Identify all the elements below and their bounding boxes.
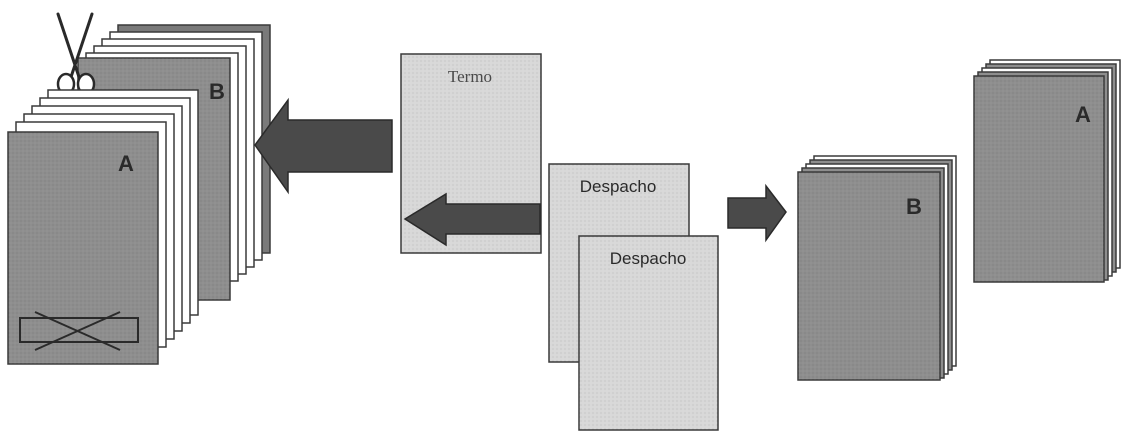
right-stack-a: A — [973, 59, 1121, 283]
despacho-label-1: Despacho — [580, 177, 657, 196]
arrow-left-small — [403, 192, 541, 247]
scissors-icon — [56, 12, 96, 96]
arrow-right-small — [727, 183, 787, 243]
crossed-out-label-icon — [19, 311, 139, 351]
left-document-stack: B A — [7, 12, 271, 365]
termo-label: Termo — [448, 67, 492, 86]
right-stack-b-label: B — [906, 194, 922, 219]
right-stack-b: B — [797, 155, 957, 381]
stack-b-label: B — [209, 79, 225, 104]
arrow-left-large — [254, 97, 393, 195]
stack-a-label: A — [118, 151, 134, 176]
right-stack-a-label: A — [1075, 102, 1091, 127]
stack-a-front: A — [7, 89, 199, 365]
despacho-sheet-2: Despacho — [578, 235, 719, 431]
despacho-label-2: Despacho — [610, 249, 687, 268]
